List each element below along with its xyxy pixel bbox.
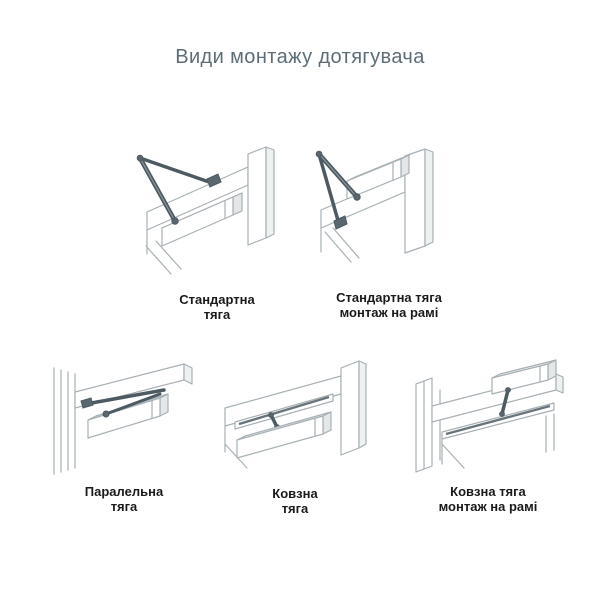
caption-line: Стандартна тяга <box>336 290 442 305</box>
door-frame <box>53 363 193 475</box>
caption-line: Стандартна <box>179 292 255 307</box>
door-frame <box>224 360 367 469</box>
slide-arm-link <box>499 387 511 417</box>
figure-sliding-arm: Ковзна тяга <box>213 356 377 516</box>
standard-arm-frame-mount-illustration <box>315 148 434 263</box>
page-title: Види монтажу дотягувача <box>175 46 425 68</box>
figure-sliding-arm-frame-mount: Ковзна тяга монтаж на рамі <box>396 348 580 514</box>
caption-line: Ковзна <box>272 486 318 501</box>
caption-line: тяга <box>110 499 138 514</box>
scissor-arm <box>315 150 361 230</box>
figure-caption: Ковзна тяга <box>272 486 317 516</box>
slide-channel <box>441 402 555 440</box>
figure-caption: Паралельна тяга <box>85 484 163 514</box>
closer-body <box>346 154 410 200</box>
caption-line: монтаж на рамі <box>438 499 538 514</box>
closer-body <box>236 411 332 459</box>
figure-caption: Стандартна тяга <box>179 292 255 322</box>
parallel-arm-illustration <box>53 363 193 475</box>
caption-line: монтаж на рамі <box>339 305 439 320</box>
sliding-arm-frame-mount-illustration <box>415 359 564 473</box>
caption-line: тяга <box>281 501 309 516</box>
caption-line: Ковзна тяга <box>450 484 526 499</box>
closer-body <box>161 192 243 247</box>
slide-channel <box>234 393 334 430</box>
caption-line: тяга <box>203 307 231 322</box>
door-frame <box>320 148 434 263</box>
figure-parallel-arm: Паралельна тяга <box>40 352 208 514</box>
figure-standard-arm-frame-mount: Стандартна тяга монтаж на рамі <box>303 148 475 320</box>
sliding-arm-illustration <box>224 360 367 469</box>
scissor-arm <box>136 154 222 225</box>
parallel-arm-linkage <box>80 388 166 418</box>
caption-line: Паралельна <box>84 484 164 499</box>
figure-caption: Ковзна тяга монтаж на рамі <box>439 484 538 514</box>
standard-arm-illustration <box>136 146 275 275</box>
closer-body <box>491 359 557 395</box>
figure-caption: Стандартна тяга монтаж на рамі <box>336 290 442 320</box>
figure-standard-arm: Стандартна тяга <box>133 146 301 322</box>
